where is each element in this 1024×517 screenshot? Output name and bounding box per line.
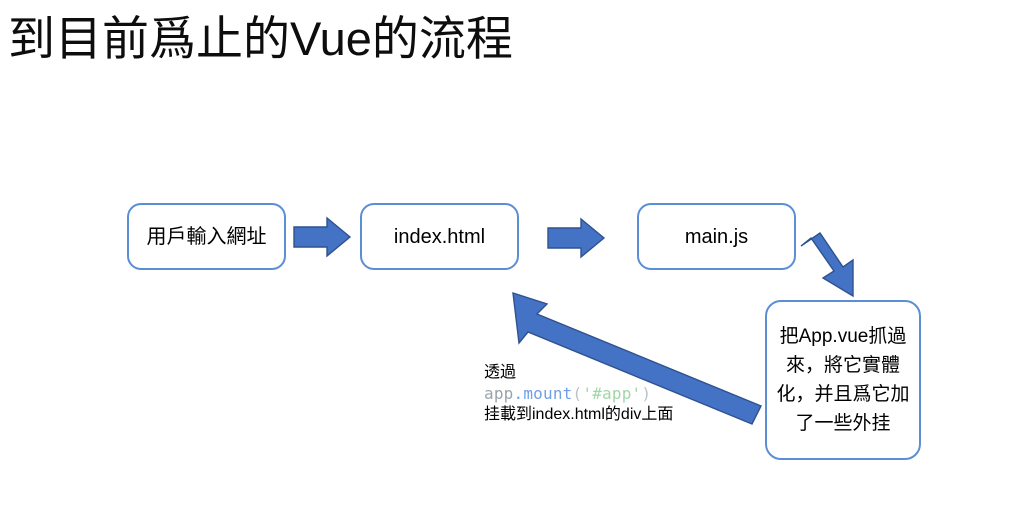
page-title: 到目前爲止的Vue的流程 [8, 12, 513, 65]
code-token-method: mount [523, 384, 573, 403]
flow-node-user-url[interactable]: 用戶輸入網址 [127, 203, 286, 270]
flow-node-label: main.js [684, 225, 749, 248]
flow-node-label: index.html [393, 225, 486, 248]
flow-node-app-vue[interactable]: 把App.vue抓過來，將它實體化，并且爲它加了一些外挂 [765, 300, 921, 460]
flow-node-index-html[interactable]: index.html [360, 203, 519, 270]
annotation-line-3: 挂載到index.html的div上面 [484, 406, 674, 423]
flow-node-main-js[interactable]: main.js [637, 203, 796, 270]
annotation-code-line: app.mount('#app') [484, 383, 744, 404]
annotation-line-1: 透過 [484, 364, 517, 381]
flow-node-label: 用戶輸入網址 [146, 225, 267, 248]
arrow-down-right-icon-main-to-appvue [800, 232, 854, 298]
arrow-right-icon-url-to-index [293, 216, 352, 258]
flow-node-label: 把App.vue抓過來，將它實體化，并且爲它加了一些外挂 [776, 326, 910, 434]
arrow-right-icon-index-to-main [547, 217, 606, 259]
code-token-close-paren: ) [641, 384, 652, 403]
code-token-object: app [484, 384, 514, 403]
code-token-string: '#app' [582, 384, 642, 403]
annotation-block: 透過 app.mount('#app') 挂載到index.html的div上面 [484, 362, 744, 425]
code-token-open-paren: ( [572, 384, 583, 403]
code-token-dot: . [513, 384, 524, 403]
